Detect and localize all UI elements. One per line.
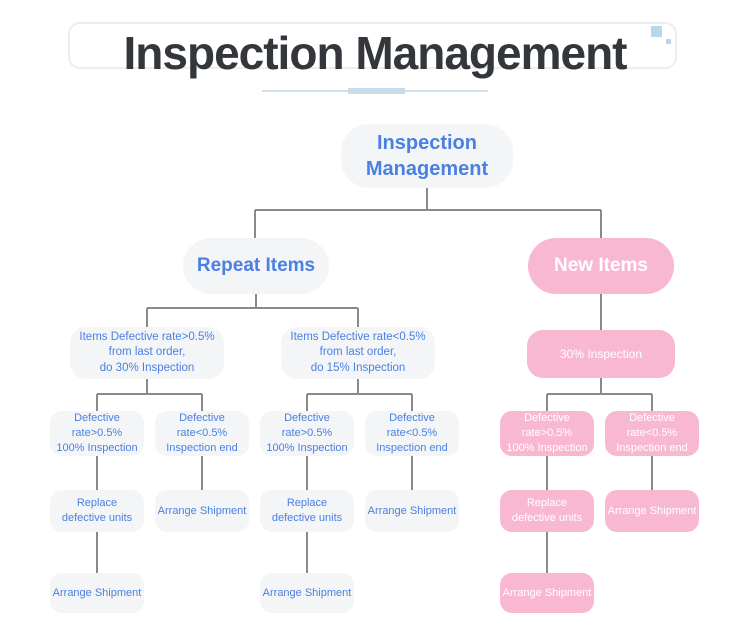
node-repeat-low-100-inspection: Defective rate>0.5% 100% Inspection [260, 411, 354, 456]
node-repeat-items: Repeat Items [183, 238, 329, 294]
node-repeat-high-arrange-shipment: Arrange Shipment [155, 490, 249, 532]
node-new-inspection-end: Defective rate<0.5% Inspection end [605, 411, 699, 456]
node-repeat-low-arrange-shipment-final: Arrange Shipment [260, 573, 354, 613]
node-new-replace-units: Replace defective units [500, 490, 594, 532]
node-repeat-high-arrange-shipment-final: Arrange Shipment [50, 573, 144, 613]
corner-deco-square-small-icon [666, 39, 671, 44]
node-new-arrange-shipment: Arrange Shipment [605, 490, 699, 532]
node-root: Inspection Management [341, 124, 513, 188]
page-title: Inspection Management [123, 27, 628, 79]
node-repeat-high-100-inspection: Defective rate>0.5% 100% Inspection [50, 411, 144, 456]
node-new-arrange-shipment-final: Arrange Shipment [500, 573, 594, 613]
node-new-items: New Items [528, 238, 674, 294]
node-repeat-high-replace-units: Replace defective units [50, 490, 144, 532]
corner-deco-square-icon [651, 26, 662, 37]
title-underline-accent [348, 88, 405, 94]
node-repeat-low-arrange-shipment: Arrange Shipment [365, 490, 459, 532]
node-repeat-low-replace-units: Replace defective units [260, 490, 354, 532]
node-repeat-low-inspection-end: Defective rate<0.5% Inspection end [365, 411, 459, 456]
title-card [68, 22, 677, 69]
node-repeat-high-inspection-end: Defective rate<0.5% Inspection end [155, 411, 249, 456]
node-repeat-defect-high: Items Defective rate>0.5% from last orde… [70, 327, 224, 379]
node-repeat-defect-low: Items Defective rate<0.5% from last orde… [281, 327, 435, 379]
node-new-30-inspection: 30% Inspection [527, 330, 675, 378]
node-new-100-inspection: Defective rate>0.5% 100% Inspection [500, 411, 594, 456]
